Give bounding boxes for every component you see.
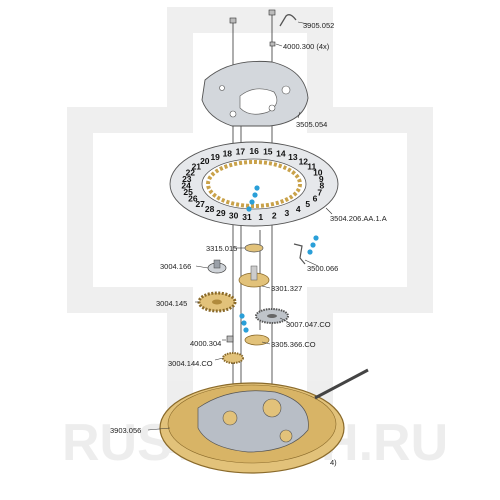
date-number: 26 xyxy=(188,194,198,204)
label-4000-304: 4000.304 xyxy=(190,339,221,348)
label-3505-054: 3505.054 xyxy=(296,120,327,129)
date-number: 14 xyxy=(276,149,286,159)
date-number: 8 xyxy=(320,181,325,191)
date-number: 20 xyxy=(200,156,210,166)
date-number: 10 xyxy=(313,168,323,178)
date-number: 5 xyxy=(305,199,310,209)
washer-3315-015 xyxy=(244,243,264,253)
date-number: 27 xyxy=(195,199,205,209)
label-3004-145: 3004.145 xyxy=(156,299,187,308)
gear-3004-144 xyxy=(222,352,244,364)
date-number: 1 xyxy=(258,212,263,222)
label-3903-056: 3903.056 xyxy=(110,426,141,435)
date-number: 23 xyxy=(182,174,192,184)
date-number: 25 xyxy=(183,187,193,197)
label-3315-015: 3315.015 xyxy=(206,244,237,253)
screw-4000-304 xyxy=(226,335,234,343)
wheel-3305-366 xyxy=(244,334,270,346)
date-number: 21 xyxy=(192,162,202,172)
label-3305-366: 3305.366.CO xyxy=(271,340,316,349)
date-number: 17 xyxy=(236,147,246,157)
part-labels: 3905.052 4000.300 (4x) 3505.054 3504.206… xyxy=(110,21,387,467)
spring-3500-066 xyxy=(293,243,306,265)
plate-3505-054 xyxy=(201,60,309,127)
date-number: 16 xyxy=(249,146,259,156)
date-number: 15 xyxy=(263,147,273,157)
date-number: 19 xyxy=(210,152,220,162)
date-number: 29 xyxy=(216,208,226,218)
spring-3905-052 xyxy=(279,14,297,27)
date-number: 4 xyxy=(296,204,301,214)
label-3905-052: 3905.052 xyxy=(303,21,334,30)
date-number: 31 xyxy=(242,212,252,222)
date-number: 18 xyxy=(223,149,233,159)
gear-3004-145 xyxy=(197,291,237,313)
leader-lines xyxy=(147,21,333,431)
date-number: 22 xyxy=(186,168,196,178)
wheel-3301-327 xyxy=(238,265,270,288)
label-3301-327: 3301.327 xyxy=(271,284,302,293)
label-4000-300: 4000.300 (4x) xyxy=(283,42,330,51)
date-number: 28 xyxy=(205,204,215,214)
date-number: 30 xyxy=(229,211,239,221)
date-number: 11 xyxy=(307,162,316,172)
date-number: 13 xyxy=(288,152,298,162)
date-number: 3 xyxy=(285,208,290,218)
date-number: 2 xyxy=(272,211,277,221)
page-number: 4) xyxy=(330,458,337,467)
date-number: 6 xyxy=(313,194,318,204)
date-number: 24 xyxy=(181,181,191,191)
label-3504-206: 3504.206.AA.1.A xyxy=(330,214,387,223)
label-3500-066: 3500.066 xyxy=(307,264,338,273)
wheel-3004-166 xyxy=(207,259,227,274)
date-number: 7 xyxy=(317,187,322,197)
label-3004-144: 3004.144.CO xyxy=(168,359,213,368)
main-plate-3903-056 xyxy=(159,368,369,474)
screws-4000-300 xyxy=(229,9,276,47)
date-number: 9 xyxy=(319,174,324,184)
gear-3007-047 xyxy=(255,308,289,324)
date-number: 12 xyxy=(299,156,309,166)
label-3007-047: 3007.047.CO xyxy=(286,320,331,329)
label-3004-166: 3004.166 xyxy=(160,262,191,271)
